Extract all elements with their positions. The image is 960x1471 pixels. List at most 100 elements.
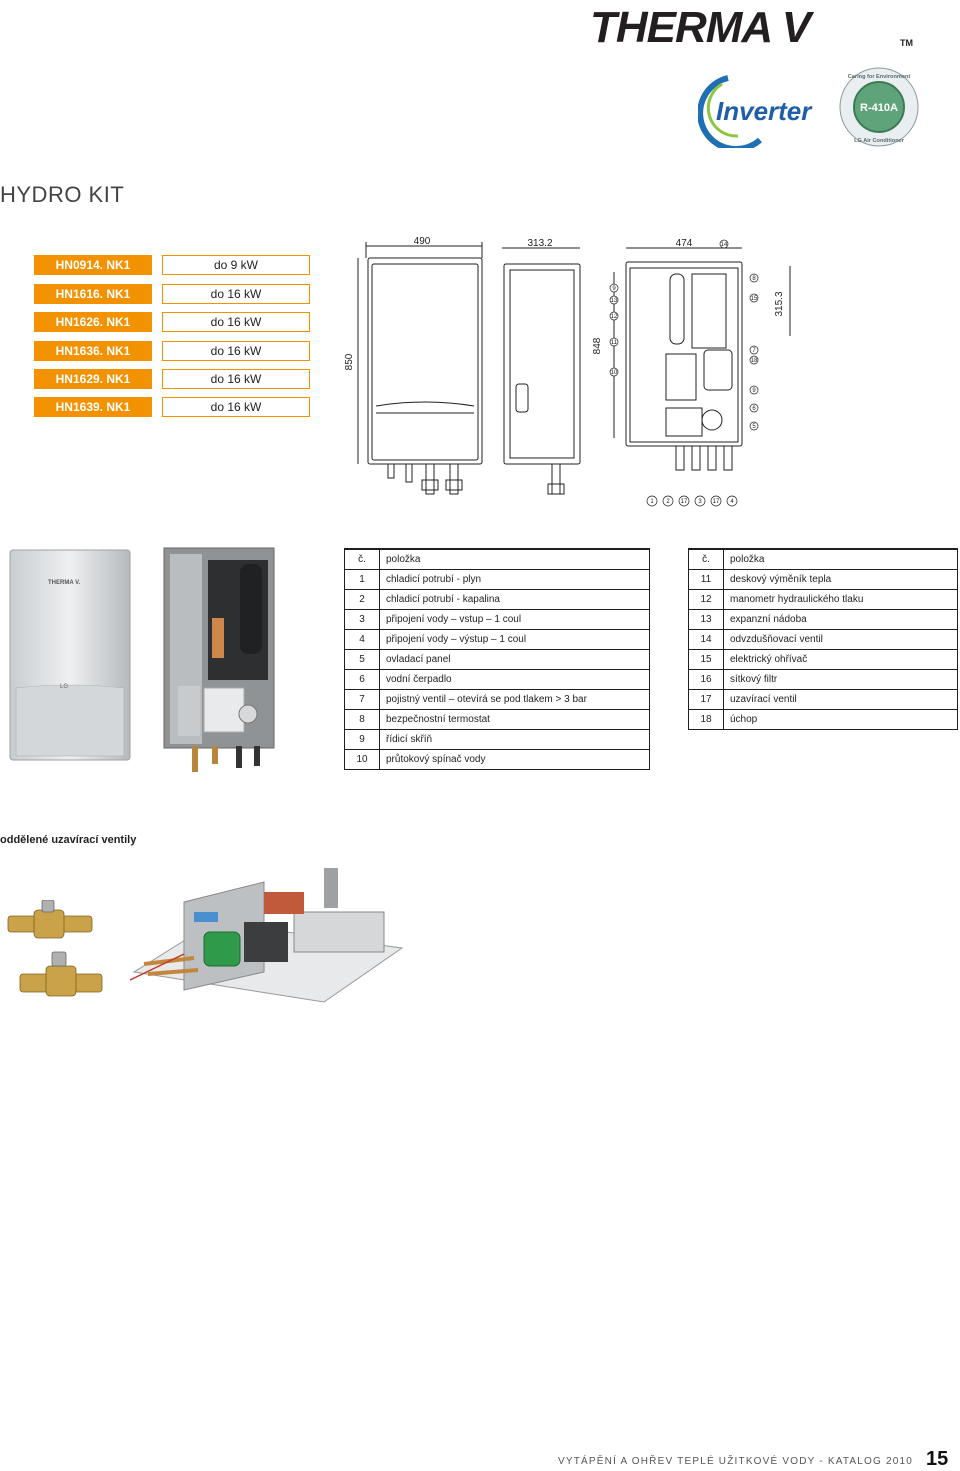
- dim-inner-width: 474: [676, 238, 693, 249]
- model-power: do 9 kW: [162, 255, 310, 275]
- part-number: 9: [344, 729, 380, 750]
- svg-text:6: 6: [752, 406, 756, 412]
- model-power: do 16 kW: [162, 341, 310, 361]
- part-number: 8: [344, 709, 380, 730]
- svg-text:9: 9: [752, 388, 756, 394]
- dim-front-width: 490: [414, 236, 431, 247]
- svg-text:17: 17: [681, 499, 688, 505]
- svg-text:13: 13: [611, 298, 618, 304]
- dim-front-height: 850: [344, 353, 355, 370]
- part-name: bezpečnostní termostat: [379, 709, 650, 730]
- part-name: úchop: [723, 709, 958, 730]
- unit-brand-text: LG: [60, 684, 68, 690]
- table-header-row: č. položka: [688, 548, 958, 570]
- hydro-kit-unit-image: THERMA V. LG: [9, 549, 131, 761]
- dim-bottom-depth: 315.3: [774, 291, 785, 316]
- therma-logo-text: THERMA V: [590, 3, 815, 52]
- model-row: HN1639. NK1 do 16 kW: [34, 397, 310, 417]
- part-name: pojistný ventil – otevírá se pod tlakem …: [379, 689, 650, 710]
- trademark-text: TM: [900, 38, 913, 48]
- part-number: 12: [688, 589, 724, 610]
- part-number: 1: [344, 569, 380, 590]
- model-name: HN1639. NK1: [34, 397, 152, 417]
- col-item-header: položka: [379, 548, 650, 570]
- seal-caring-text: Caring for Environment: [848, 74, 911, 80]
- part-name: řídicí skříň: [379, 729, 650, 750]
- part-name: uzavírací ventil: [723, 689, 958, 710]
- part-name: chladicí potrubí - kapalina: [379, 589, 650, 610]
- svg-text:9: 9: [612, 286, 616, 292]
- valves-title: oddělené uzavírací ventily: [0, 834, 137, 846]
- svg-text:2: 2: [666, 499, 670, 505]
- part-name: vodní čerpadlo: [379, 669, 650, 690]
- part-name: expanzní nádoba: [723, 609, 958, 630]
- svg-text:14: 14: [721, 242, 728, 248]
- shutoff-valves-image: [7, 900, 103, 997]
- table-header-row: č. položka: [344, 548, 650, 570]
- svg-text:10: 10: [611, 370, 618, 376]
- svg-text:17: 17: [713, 499, 720, 505]
- hydro-kit-3d-image: [129, 868, 404, 1003]
- svg-text:15: 15: [751, 296, 758, 302]
- col-num-header: č.: [688, 548, 724, 570]
- part-number: 16: [688, 669, 724, 690]
- model-power: do 16 kW: [162, 397, 310, 417]
- svg-text:12: 12: [611, 314, 618, 320]
- svg-text:3: 3: [698, 499, 702, 505]
- col-item-header: položka: [723, 548, 958, 570]
- footer-text: VYTÁPĚNÍ A OHŘEV TEPLÉ UŽITKOVÉ VODY - K…: [558, 1456, 914, 1467]
- page-number: 15: [926, 1448, 949, 1470]
- model-name: HN0914. NK1: [34, 255, 152, 275]
- part-name: připojení vody – výstup – 1 coul: [379, 629, 650, 650]
- dim-inner-height: 848: [592, 337, 603, 354]
- svg-text:18: 18: [751, 358, 758, 364]
- inverter-logo: Inverter: [698, 75, 813, 148]
- model-name: HN1626. NK1: [34, 312, 152, 332]
- unit-logo-text: THERMA V.: [48, 580, 81, 586]
- seal-lg-text: LG Air Conditioner: [854, 138, 905, 144]
- svg-text:8: 8: [752, 276, 756, 282]
- part-number: 11: [688, 569, 724, 590]
- part-name: průtokový spínač vody: [379, 749, 650, 770]
- part-name: ovladací panel: [379, 649, 650, 670]
- model-row: HN0914. NK1 do 9 kW: [34, 255, 310, 275]
- part-number: 13: [688, 609, 724, 630]
- svg-text:1: 1: [650, 499, 654, 505]
- part-number: 18: [688, 709, 724, 730]
- model-name: HN1616. NK1: [34, 284, 152, 304]
- part-name: připojení vody – vstup – 1 coul: [379, 609, 650, 630]
- model-name: HN1636. NK1: [34, 341, 152, 361]
- model-row: HN1636. NK1 do 16 kW: [34, 341, 310, 361]
- seal-r410a-text: R-410A: [860, 102, 898, 114]
- part-number: 3: [344, 609, 380, 630]
- part-name: sítkový filtr: [723, 669, 958, 690]
- col-num-header: č.: [344, 548, 380, 570]
- part-name: chladicí potrubí - plyn: [379, 569, 650, 590]
- part-number: 5: [344, 649, 380, 670]
- part-number: 4: [344, 629, 380, 650]
- svg-text:5: 5: [752, 424, 756, 430]
- part-number: 7: [344, 689, 380, 710]
- model-row: HN1629. NK1 do 16 kW: [34, 369, 310, 389]
- therma-v-logo: THERMA V TM: [590, 3, 913, 52]
- part-name: deskový výměník tepla: [723, 569, 958, 590]
- model-power: do 16 kW: [162, 284, 310, 304]
- section-title: HYDRO KIT: [0, 182, 125, 207]
- part-number: 15: [688, 649, 724, 670]
- part-name: odvzdušňovací ventil: [723, 629, 958, 650]
